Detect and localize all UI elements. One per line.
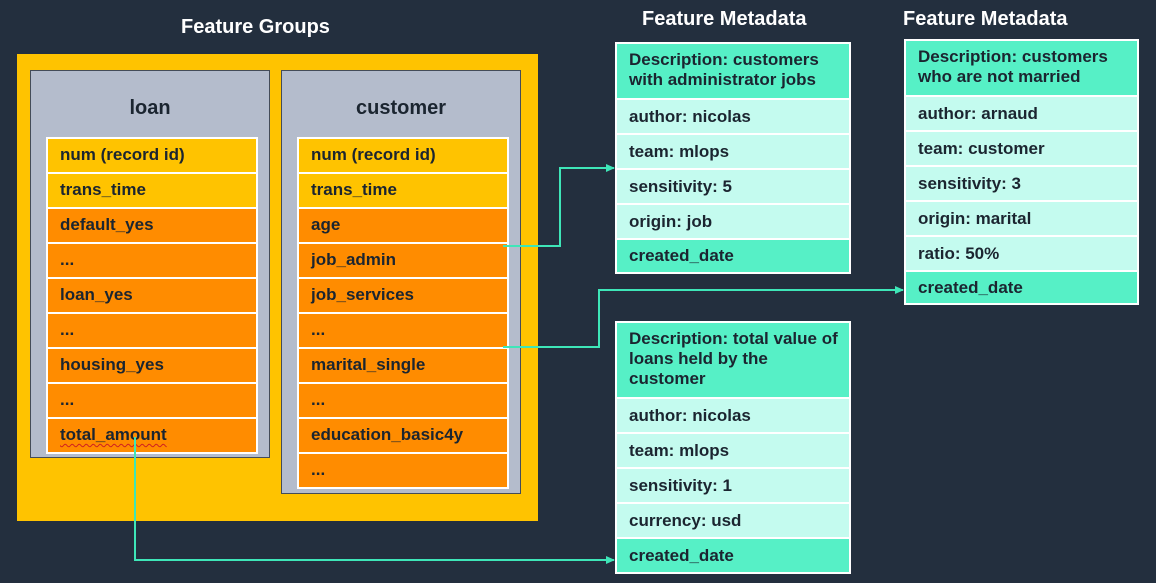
feature-row: education_basic4y xyxy=(299,419,507,454)
metadata-card-job-admin: Description: customers with administrato… xyxy=(615,42,851,274)
feature-row: housing_yes xyxy=(48,349,256,384)
metadata-field: author: nicolas xyxy=(617,399,849,434)
feature-row-job-admin: job_admin xyxy=(299,244,507,279)
feature-row: ... xyxy=(48,384,256,419)
feature-row: num (record id) xyxy=(48,139,256,174)
feature-row-total-amount: total_amount xyxy=(48,419,256,452)
feature-row: ... xyxy=(299,454,507,487)
metadata-field: origin: job xyxy=(617,205,849,240)
feature-row: ... xyxy=(48,244,256,279)
metadata-field: team: mlops xyxy=(617,434,849,469)
feature-row: trans_time xyxy=(48,174,256,209)
metadata-description: Description: customers who are not marri… xyxy=(906,41,1137,97)
metadata-card-marital-single: Description: customers who are not marri… xyxy=(904,39,1139,305)
feature-row: ... xyxy=(299,384,507,419)
metadata-description: Description: total value of loans held b… xyxy=(617,323,849,399)
feature-group-customer: customer num (record id) trans_time age … xyxy=(281,70,521,494)
feature-row: ... xyxy=(299,314,507,349)
feature-group-loan: loan num (record id) trans_time default_… xyxy=(30,70,270,458)
feature-row: ... xyxy=(48,314,256,349)
metadata-field: sensitivity: 1 xyxy=(617,469,849,504)
metadata-field: created_date xyxy=(617,539,849,572)
metadata-field: sensitivity: 3 xyxy=(906,167,1137,202)
metadata-field: created_date xyxy=(906,272,1137,303)
metadata-field: team: mlops xyxy=(617,135,849,170)
feature-group-name: loan xyxy=(129,97,171,119)
metadata-field: team: customer xyxy=(906,132,1137,167)
metadata-field: origin: marital xyxy=(906,202,1137,237)
metadata-field: currency: usd xyxy=(617,504,849,539)
feature-list: num (record id) trans_time age job_admin… xyxy=(297,137,509,489)
feature-list: num (record id) trans_time default_yes .… xyxy=(46,137,258,454)
feature-groups-container: loan num (record id) trans_time default_… xyxy=(17,54,538,521)
metadata-card-total-amount: Description: total value of loans held b… xyxy=(615,321,851,574)
feature-metadata-title-1: Feature Metadata xyxy=(642,8,807,30)
feature-row-marital-single: marital_single xyxy=(299,349,507,384)
connector-marital-single xyxy=(503,286,904,348)
connector-total-amount xyxy=(134,437,615,564)
connector-job-admin xyxy=(503,164,615,247)
feature-row: age xyxy=(299,209,507,244)
feature-row: default_yes xyxy=(48,209,256,244)
feature-group-name: customer xyxy=(355,97,447,119)
metadata-field: author: arnaud xyxy=(906,97,1137,132)
feature-row: trans_time xyxy=(299,174,507,209)
feature-groups-title: Feature Groups xyxy=(181,16,330,38)
metadata-field: author: nicolas xyxy=(617,100,849,135)
metadata-field: created_date xyxy=(617,240,849,272)
feature-row: job_services xyxy=(299,279,507,314)
feature-row: loan_yes xyxy=(48,279,256,314)
feature-row: num (record id) xyxy=(299,139,507,174)
metadata-field: ratio: 50% xyxy=(906,237,1137,272)
metadata-field: sensitivity: 5 xyxy=(617,170,849,205)
metadata-description: Description: customers with administrato… xyxy=(617,44,849,100)
feature-metadata-title-2: Feature Metadata xyxy=(903,8,1068,30)
